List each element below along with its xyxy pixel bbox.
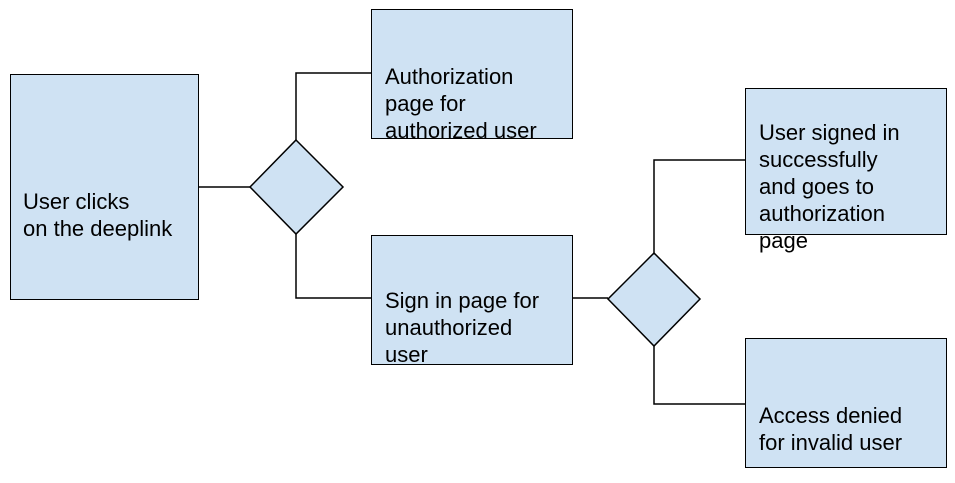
node-user-clicks-deeplink: User clicks on the deeplink <box>10 74 199 300</box>
edge-decision-2-to-signed-in <box>653 159 745 253</box>
node-authorization-page: Authorization page for authorized user <box>371 9 573 143</box>
node-label: User clicks on the deeplink <box>23 189 173 241</box>
edge-decision-1-to-authorized-page <box>295 72 371 140</box>
node-label: User signed in successfully and goes to … <box>759 120 900 253</box>
node-sign-in-page: Sign in page for unauthorized user <box>371 235 573 367</box>
decision-diamond-2 <box>606 251 702 348</box>
edge-decision-2-to-access-denied <box>653 346 745 405</box>
node-label: Authorization page for authorized user <box>385 64 537 143</box>
node-label: Access denied for invalid user <box>759 403 903 455</box>
node-user-signed-in: User signed in successfully and goes to … <box>745 88 947 253</box>
decision-diamond-1 <box>248 138 345 236</box>
node-access-denied: Access denied for invalid user <box>745 338 947 468</box>
node-label: Sign in page for unauthorized user <box>385 288 540 367</box>
edge-decision-1-to-sign-in-page <box>295 234 371 299</box>
